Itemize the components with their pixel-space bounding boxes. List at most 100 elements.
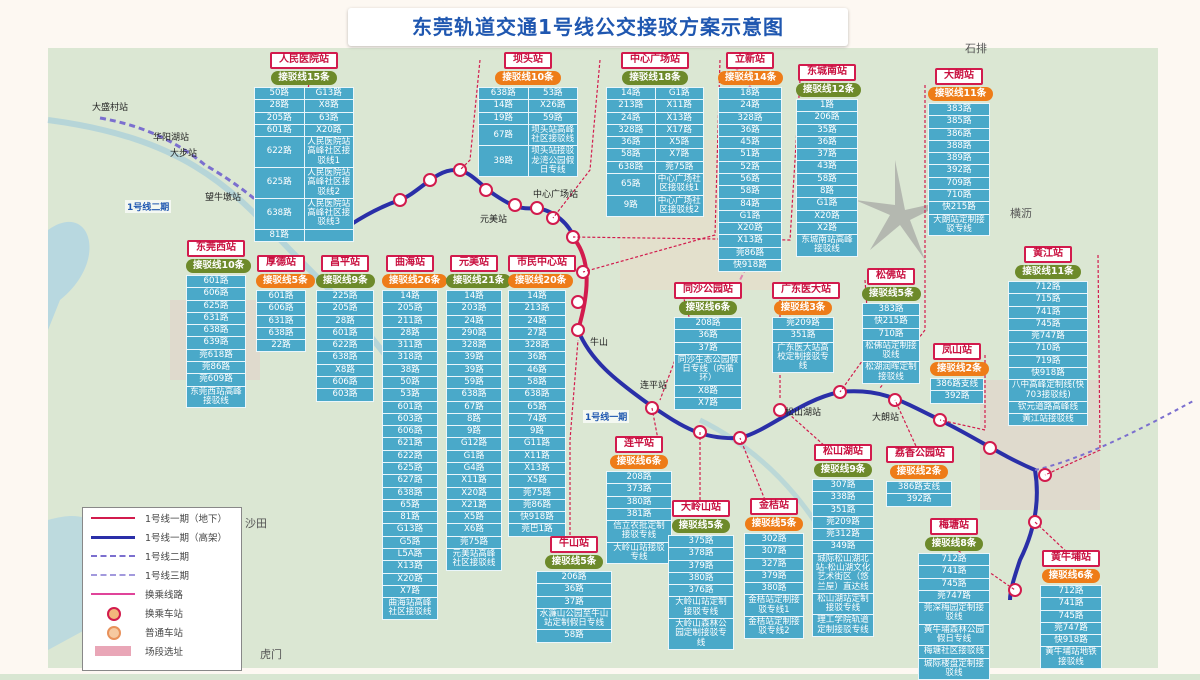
station-name: 梅塘站	[930, 518, 978, 535]
station-name: 元美站	[450, 255, 498, 272]
legend-item: 1号线三期	[83, 565, 241, 584]
bus-route-cell: 601路	[256, 290, 306, 304]
table-row: 638路	[382, 486, 438, 500]
table-row: 莞86路	[718, 246, 782, 260]
table-row: 621路	[382, 437, 438, 451]
table-row: 58路	[718, 185, 782, 199]
table-row: 38路坝头站接驳龙湾公园假日专线	[478, 145, 578, 178]
bus-route-cell: 338路	[812, 491, 874, 505]
table-row: 快918路	[1040, 634, 1102, 648]
bus-route-cell: 28路	[316, 314, 374, 328]
table-row: 14路	[446, 290, 502, 304]
bus-route-cell: 213路	[606, 99, 656, 113]
bus-route-cell: 9路	[446, 425, 502, 439]
table-row: X6路	[446, 523, 502, 537]
bus-route-cell: G1路	[796, 197, 858, 211]
connector-count-badge: 接驳线21条	[446, 273, 512, 289]
bus-route-cell: 50路	[254, 87, 305, 101]
table-row: G11路	[508, 437, 566, 451]
station-name: 黄江站	[1024, 246, 1072, 263]
bus-route-cell: 37路	[796, 148, 858, 162]
bus-route-cell: 67路	[478, 123, 529, 147]
compass-icon	[855, 160, 950, 260]
bus-route-cell: 376路	[668, 584, 734, 598]
bus-route-cell: 606路	[256, 302, 306, 316]
bus-route-cell: 28路	[382, 326, 438, 341]
table-row: 莞747路	[918, 589, 990, 604]
bus-route-cell: 50路	[382, 376, 438, 390]
bus-route-cell: 712路	[1040, 585, 1102, 599]
table-row: 379路	[668, 559, 734, 573]
bus-route-cell: 43路	[796, 160, 858, 174]
connector-count-badge: 接驳线11条	[928, 86, 994, 102]
bus-route-cell: X5路	[654, 136, 704, 150]
bus-route-cell: 莞747路	[918, 589, 990, 604]
page-title: 东莞轨道交通1号线公交接驳方案示意图	[348, 8, 848, 46]
table-row: 601路	[186, 275, 246, 289]
bus-route-cell: 金桔站定制接驳专线2	[744, 616, 804, 639]
bus-route-cell: 人民医院站高峰社区接驳线3	[303, 197, 354, 230]
bus-route-cell: 松佛站定制接驳线	[862, 339, 920, 363]
bus-route-cell: 14路	[478, 99, 529, 113]
bus-route-cell: X11路	[446, 474, 502, 488]
station-marker	[571, 295, 585, 309]
bus-route-cell: 八中高峰定制线(快703接驳线)	[1008, 379, 1088, 402]
table-row: 38路	[382, 363, 438, 378]
bus-route-cell: 1路	[796, 99, 858, 113]
table-row: X5路	[508, 474, 566, 488]
bus-route-cell: 74路	[508, 412, 566, 427]
bus-route-cell: 383路	[928, 103, 990, 117]
table-row: 莞巴1路	[508, 523, 566, 537]
map-label: 虎门	[260, 648, 282, 661]
table-row: 710路	[928, 189, 990, 203]
connector-count-badge: 接驳线12条	[796, 82, 862, 98]
table-row: X11路	[446, 474, 502, 488]
bus-route-cell: 45路	[718, 136, 782, 150]
table-row: 601路	[382, 400, 438, 414]
bus-route-cell: 622路	[254, 136, 305, 169]
table-row: 741路	[1008, 305, 1088, 319]
table-row: 37路	[536, 595, 612, 609]
bus-route-cell: 大岭山站定制接驳专线	[668, 596, 734, 620]
table-row: 37路	[674, 341, 742, 355]
table-row: 快918路	[718, 258, 782, 273]
station-marker	[453, 163, 467, 177]
bus-route-cell: 58路	[718, 185, 782, 199]
table-row: 65路中心广场社区接驳线1	[606, 173, 704, 196]
bus-route-cell: 710路	[1008, 342, 1088, 356]
table-row: 741路	[1040, 597, 1102, 611]
table-row: 城际松山湖北站-松山湖文化艺术街区（悠兰屋）直达线	[812, 552, 874, 594]
bus-route-cell: 27路	[508, 326, 566, 341]
table-row: 375路	[668, 535, 734, 549]
bus-route-cell: 36路	[508, 351, 566, 365]
table-row: 52路	[718, 160, 782, 175]
bus-route-cell: 318路	[382, 351, 438, 365]
table-row: 水濂山公园至牛山站定制假日专线	[536, 607, 612, 631]
table-row: 8路	[796, 185, 858, 199]
table-row: 28路	[382, 326, 438, 341]
bus-route-cell: 56路	[718, 173, 782, 187]
bus-route-cell: 638路	[186, 324, 246, 338]
bus-route-cell: 601路	[254, 123, 305, 138]
table-row: 741路	[918, 565, 990, 579]
line-phase3	[1034, 399, 1196, 471]
bus-route-cell: X13路	[382, 560, 438, 574]
table-row: 黄牛埔站地铁接驳线	[1040, 646, 1102, 670]
station-marker	[508, 198, 522, 212]
table-row: 709路	[928, 176, 990, 191]
table-row: 328路	[446, 339, 502, 353]
table-row: 606路	[382, 425, 438, 439]
connector-count-badge: 接驳线11条	[1015, 264, 1081, 280]
bus-route-cell: 14路	[446, 290, 502, 304]
